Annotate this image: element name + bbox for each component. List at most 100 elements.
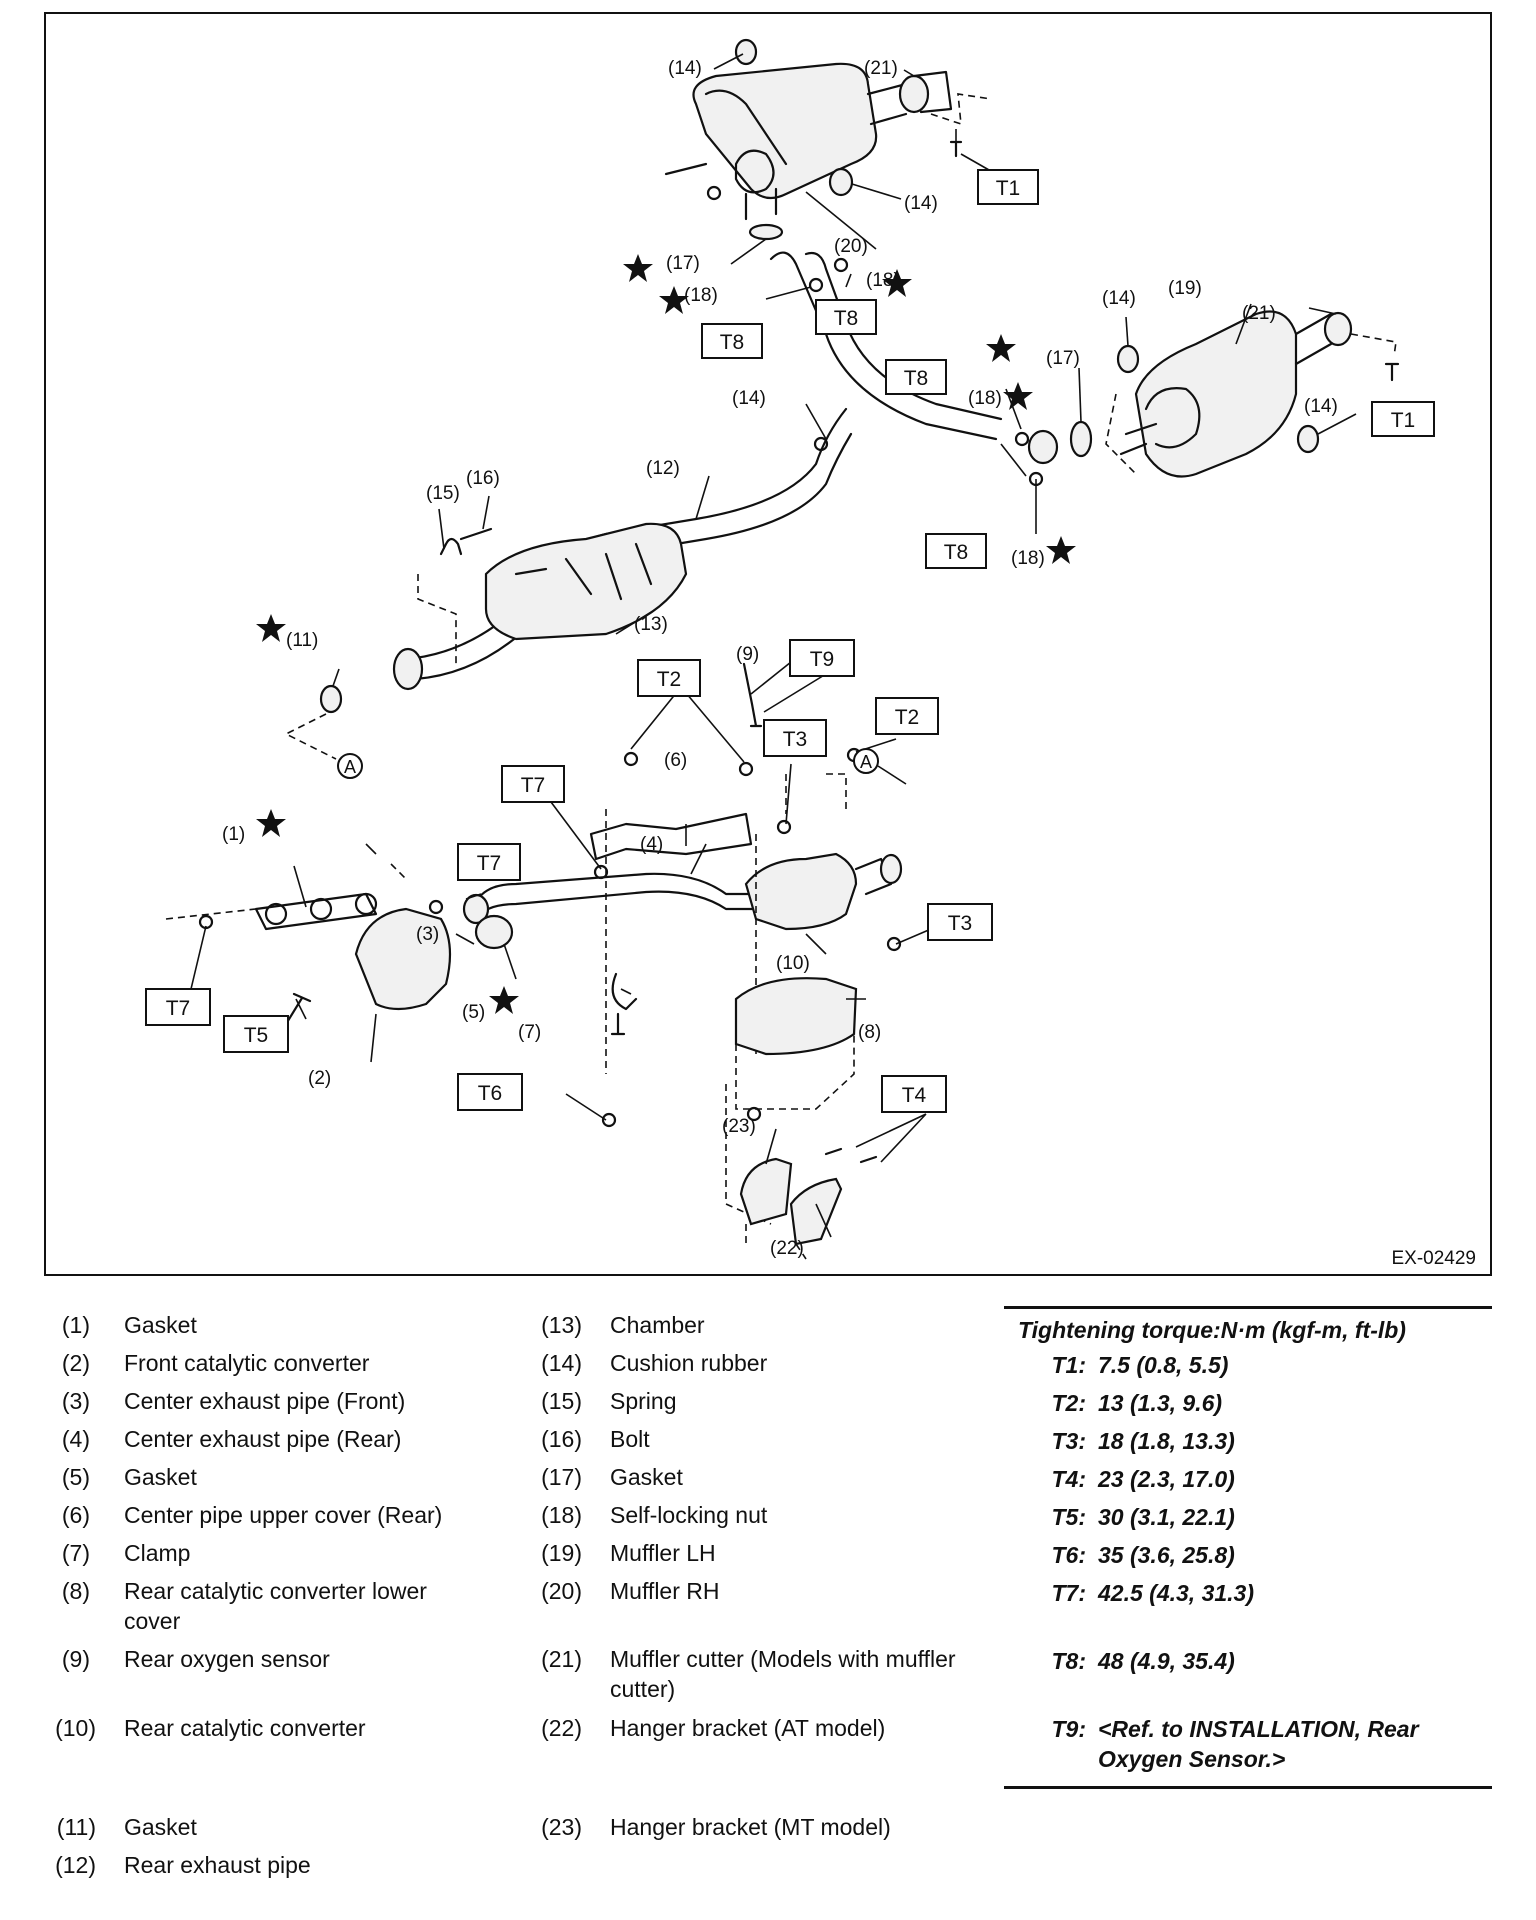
torque-rule-bottom — [1004, 1786, 1492, 1789]
svg-text:T8: T8 — [944, 541, 969, 564]
torque-box-t8-c: T8 — [885, 359, 947, 395]
connector-label-right: A — [860, 752, 872, 772]
torque-row: T4:23 (2.3, 17.0) — [1051, 1466, 1235, 1492]
callout-22: (22) — [770, 1238, 804, 1259]
legend-num: (17) — [541, 1464, 582, 1490]
callout-4: (4) — [640, 834, 663, 855]
legend-num: (8) — [61, 1578, 90, 1604]
legend-name: Hanger bracket (MT model) — [610, 1814, 891, 1840]
callout-17-top: (17) — [666, 253, 700, 274]
torque-box-t8-d: T8 — [925, 533, 987, 569]
figure-code: EX-02429 — [1391, 1248, 1476, 1269]
legend-name: Muffler cutter (Models with muffler cutt… — [610, 1646, 956, 1702]
callout-14-far: (14) — [1304, 396, 1338, 417]
callout-10: (10) — [776, 953, 810, 974]
torque-box-t4: T4 — [881, 1075, 947, 1113]
center-exhaust-pipe-part — [462, 812, 768, 925]
svg-text:T5: T5 — [244, 1024, 269, 1047]
svg-text:T3: T3 — [948, 912, 973, 935]
svg-text:T1: T1 — [1391, 409, 1416, 432]
legend-name: Front catalytic converter — [124, 1350, 370, 1376]
torque-row: T1:7.5 (0.8, 5.5) — [1051, 1352, 1229, 1378]
legend-name: Hanger bracket (AT model) — [610, 1715, 886, 1741]
svg-text:T4: T4 — [902, 1084, 927, 1107]
svg-text:T6: T6 — [478, 1082, 503, 1105]
legend-name: Rear catalytic converter — [124, 1715, 366, 1741]
connector-label: A — [344, 757, 356, 777]
svg-text:T8: T8 — [904, 367, 929, 390]
legend-num: (9) — [61, 1646, 90, 1672]
legend-name: Rear catalytic converter lower cover — [124, 1578, 427, 1634]
legend-name: Center exhaust pipe (Front) — [124, 1388, 406, 1414]
callout-5: (5) — [462, 1002, 485, 1023]
legend-name: Rear oxygen sensor — [124, 1646, 330, 1672]
legend-num: (3) — [61, 1388, 90, 1414]
torque-row: T2:13 (1.3, 9.6) — [1051, 1390, 1223, 1416]
torque-row: T9:<Ref. to INSTALLATION, Rear Oxygen Se… — [1051, 1716, 1419, 1772]
callout-20: (20) — [834, 236, 868, 257]
torque-box-t7-upper: T7 — [457, 843, 521, 881]
svg-text:T2: T2 — [895, 706, 920, 729]
legend-name: Cushion rubber — [610, 1350, 768, 1376]
torque-row: T6:35 (3.6, 25.8) — [1051, 1542, 1235, 1568]
legend-name: Center exhaust pipe (Rear) — [124, 1426, 402, 1452]
legend-num: (18) — [541, 1502, 582, 1528]
svg-text:T3: T3 — [783, 728, 808, 751]
svg-text:T2: T2 — [657, 668, 682, 691]
callout-9: (9) — [736, 644, 759, 665]
torque-box-t9: T9 — [789, 639, 855, 677]
callout-17-right: (17) — [1046, 348, 1080, 369]
torque-box-t7-left: T7 — [145, 988, 211, 1026]
torque-box-t8-a: T8 — [701, 323, 763, 359]
callout-1: (1) — [222, 824, 245, 845]
legend-name: Gasket — [610, 1464, 683, 1490]
callout-3: (3) — [416, 924, 439, 945]
front-catalytic-converter-part — [254, 892, 452, 1011]
legend-num: (4) — [61, 1426, 90, 1452]
callout-14-right: (14) — [1102, 288, 1136, 309]
callout-21-right: (21) — [1242, 303, 1276, 324]
legend-num: (5) — [61, 1464, 90, 1490]
legend-name: Center pipe upper cover (Rear) — [124, 1502, 443, 1528]
legend-name: Chamber — [610, 1312, 705, 1338]
callout-15: (15) — [426, 483, 460, 504]
legend-num: (15) — [541, 1388, 582, 1414]
torque-row: T5:30 (3.1, 22.1) — [1051, 1504, 1235, 1530]
muffler-lh-part — [1116, 310, 1353, 478]
callout-11: (11) — [286, 630, 318, 651]
svg-text:T7: T7 — [477, 852, 502, 875]
legend-num: (12) — [55, 1852, 96, 1878]
legend-name: Muffler LH — [610, 1540, 716, 1566]
legend-num: (2) — [61, 1350, 90, 1376]
svg-text:T1: T1 — [996, 177, 1021, 200]
torque-box-t6: T6 — [457, 1073, 523, 1111]
torque-table: Tightening torque:N·m (kgf-m, ft-lb) T1:… — [1004, 1306, 1492, 1789]
callout-18-c: (18) — [968, 388, 1002, 409]
torque-heading: Tightening torque:N·m (kgf-m, ft-lb) — [1018, 1317, 1406, 1343]
legend-num: (10) — [55, 1715, 96, 1741]
callout-16: (16) — [466, 468, 500, 489]
callout-23: (23) — [722, 1116, 756, 1137]
torque-box-t7-mid: T7 — [501, 765, 565, 803]
legend-name: Gasket — [124, 1814, 197, 1840]
callout-14-mid: (14) — [904, 193, 938, 214]
torque-row: T3:18 (1.8, 13.3) — [1051, 1428, 1235, 1454]
svg-text:T9: T9 — [810, 648, 835, 671]
diagram-frame: A — [44, 12, 1492, 1276]
callout-13: (13) — [634, 614, 668, 635]
chamber-part — [484, 522, 688, 641]
callout-2: (2) — [308, 1068, 331, 1089]
torque-box-t8-b: T8 — [815, 299, 877, 335]
fasteners — [198, 185, 1044, 1128]
legend-num: (22) — [541, 1715, 582, 1741]
callout-19: (19) — [1168, 278, 1202, 299]
legend-num: (19) — [541, 1540, 582, 1566]
torque-box-t1-right: T1 — [1371, 401, 1435, 437]
legend-name: Rear exhaust pipe — [124, 1852, 311, 1878]
legend-num: (23) — [541, 1814, 582, 1840]
legend-name: Gasket — [124, 1464, 197, 1490]
legend-name: Self-locking nut — [610, 1502, 768, 1528]
svg-text:T7: T7 — [521, 774, 546, 797]
torque-box-t2-left: T2 — [637, 659, 701, 697]
callout-8: (8) — [858, 1022, 881, 1043]
